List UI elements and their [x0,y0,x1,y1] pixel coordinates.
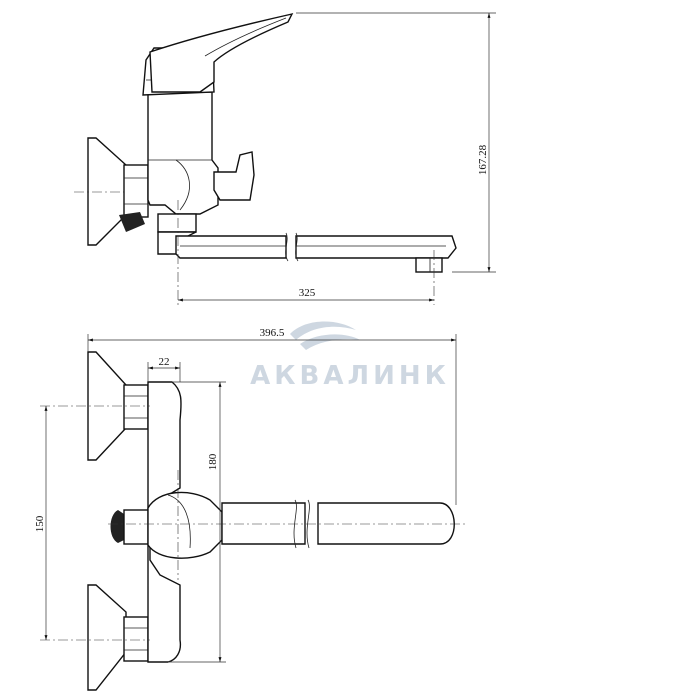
dim-offset: 22 [147,356,181,382]
dim-height-total: 167.28 [296,12,496,273]
plan-mixer-body [147,381,182,663]
lever-handle [149,12,294,93]
dim-label-inlet: 150 [34,515,46,532]
dim-label-body: 180 [207,453,219,470]
dim-spout-length: 325 [178,287,434,302]
upper-hex-nut [123,384,149,430]
dim-body-height: 180 [168,381,226,663]
dim-label-offset: 22 [159,356,170,368]
wall-flange [87,137,127,246]
mixer-body [147,91,219,215]
plan-spout [221,502,306,545]
lower-hex-nut [123,616,149,662]
spout-swivel [157,213,197,233]
dim-label-spout: 325 [299,287,316,299]
plan-view [40,351,465,691]
dim-label-height: 167.28 [477,144,489,175]
spout-tube [175,235,287,259]
hex-nut [123,164,149,218]
plan-diverter-knob[interactable] [110,510,125,543]
wave-logo-icon [290,321,356,340]
dim-label-width: 396.5 [260,327,285,339]
eccentric-thread [119,212,145,232]
aerator [415,257,443,273]
diverter-button[interactable] [213,151,255,201]
side-elevation-view [74,12,457,305]
dim-overall-width: 396.5 [87,327,457,505]
lower-wall-flange [87,584,127,691]
brand-watermark: АКВАЛИНК [250,321,450,391]
dim-inlet-spacing: 150 [34,406,48,640]
brand-name: АКВАЛИНК [250,361,450,391]
plan-lever-handle [147,491,223,559]
